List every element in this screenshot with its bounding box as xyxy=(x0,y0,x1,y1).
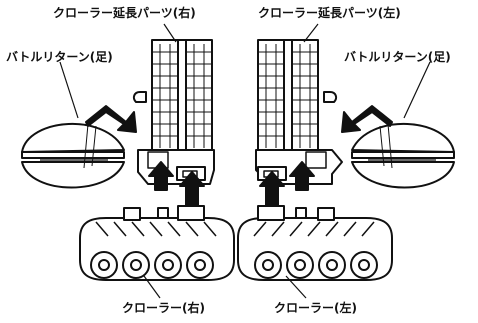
battle-return-foot-right xyxy=(351,122,455,189)
arrow-right-up-2 xyxy=(289,161,315,191)
crawler-extension-part-right xyxy=(132,39,215,185)
label-crawler-left: クローラー(左) xyxy=(274,301,357,315)
crawler-extension-part-left xyxy=(255,39,343,185)
battle-return-foot-left xyxy=(21,122,125,189)
label-extension-right: クローラー延長パーツ(右) xyxy=(53,6,196,20)
arrow-left-up-2 xyxy=(179,171,205,209)
label-extension-left: クローラー延長パーツ(左) xyxy=(258,6,401,20)
arrow-right-up-1 xyxy=(259,171,285,209)
arrow-foot-to-extension-right xyxy=(341,105,393,133)
label-crawler-right: クローラー(右) xyxy=(122,301,205,315)
label-battle-return-foot-right: バトルリターン(足) xyxy=(344,50,451,64)
crawler-left xyxy=(237,205,393,281)
arrow-left-up-1 xyxy=(148,161,174,191)
leader-lines xyxy=(59,23,431,299)
arrow-foot-to-extension-left xyxy=(85,105,137,133)
label-battle-return-foot-left: バトルリターン(足) xyxy=(6,50,113,64)
crawler-right xyxy=(79,205,235,281)
